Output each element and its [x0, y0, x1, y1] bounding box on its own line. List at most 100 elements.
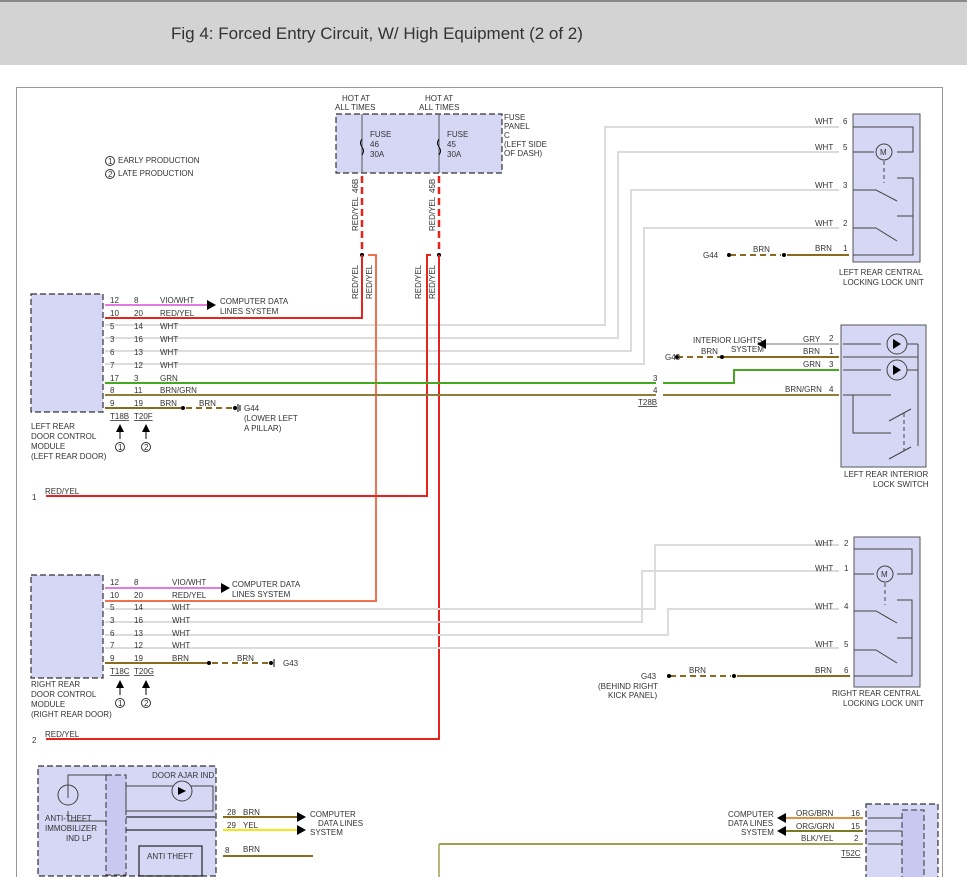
diagram-label: 1 [829, 347, 834, 356]
diagram-label: WHT [815, 564, 833, 573]
diagram-label: 2 [32, 736, 37, 745]
diagram-label: DOOR CONTROL [31, 690, 97, 699]
diagram-label: 16 [134, 616, 143, 625]
diagram-label: G43 [665, 353, 681, 362]
diagram-label: 1 [108, 157, 113, 166]
wiring-diagram: HOT AT ALL TIMES HOT AT ALL TIMES FUSE 4… [30, 94, 939, 877]
diagram-label: RED/YEL [351, 264, 360, 299]
diagram-label: DATA LINES [318, 819, 363, 828]
diagram-label: LINES SYSTEM [232, 590, 291, 599]
diagram-label: COMPUTER [728, 810, 774, 819]
diagram-label: 6 [843, 117, 848, 126]
diagram-label: 5 [843, 143, 848, 152]
diagram-label: 5 [110, 603, 115, 612]
diagram-label: WHT [160, 361, 178, 370]
diagram-label: 3 [110, 616, 115, 625]
diagram-label: WHT [172, 603, 190, 612]
diagram-label: WHT [160, 335, 178, 344]
diagram-label: LEFT REAR CENTRAL [839, 268, 923, 277]
hot-label: HOT AT [425, 94, 453, 103]
motor-icon [875, 143, 893, 161]
diagram-label: BRN [243, 845, 260, 854]
diagram-label: BRN [172, 654, 189, 663]
diagram-label: RED/YEL [428, 264, 437, 299]
fuse-icon [437, 138, 441, 156]
diagram-label: 3 [134, 374, 139, 383]
diagram-label: ORG/BRN [796, 809, 834, 818]
diagram-label: 12 [110, 578, 119, 587]
diagram-label: 9 [110, 654, 115, 663]
diagram-label: 15 [851, 822, 860, 831]
diagram-label: 8 [225, 846, 230, 855]
diagram-label: 2 [144, 443, 149, 452]
diagram-label: ORG/GRN [796, 822, 834, 831]
diagram-label: 14 [134, 603, 143, 612]
diagram-label: 13 [134, 348, 143, 357]
diagram-label: RED/YEL [45, 730, 80, 739]
diagram-label: BRN [803, 347, 820, 356]
diagram-label: COMPUTER DATA [220, 297, 289, 306]
diagram-label: WHT [815, 219, 833, 228]
diagram-label: BRN [237, 654, 254, 663]
wire-label: RED/YEL [428, 196, 437, 231]
right-rear-door-control-module: RIGHT REAR DOOR CONTROL MODULE (RIGHT RE… [30, 574, 301, 719]
diagram-label: (LOWER LEFT [244, 414, 298, 423]
diagram-label: BRN [689, 666, 706, 675]
diagram-label: G43 [641, 672, 657, 681]
fuse-rating: 30A [447, 150, 462, 159]
fuse-panel: HOT AT ALL TIMES HOT AT ALL TIMES FUSE 4… [335, 94, 547, 257]
diagram-label: 1 [32, 493, 37, 502]
connector-label: T52C [841, 849, 861, 858]
led-icon [57, 784, 79, 806]
diagram-label: WHT [815, 117, 833, 126]
diagram-label: 3 [843, 181, 848, 190]
diagram-label: BRN [815, 244, 832, 253]
diagram-label: 2 [844, 539, 849, 548]
diagram-label: 9 [110, 399, 115, 408]
fuse-panel-label: (LEFT SIDE [504, 140, 547, 149]
diagram-label: 4 [829, 385, 834, 394]
diagram-label: 7 [110, 641, 115, 650]
fuse-label: FUSE [370, 130, 391, 139]
diagram-label: BRN [243, 808, 260, 817]
diagram-label: 13 [134, 629, 143, 638]
connector-label: T18C [110, 667, 130, 676]
hot-label: ALL TIMES [335, 103, 375, 112]
diagram-label: LINES SYSTEM [220, 307, 279, 316]
diagram-label: 16 [851, 809, 860, 818]
diagram-label: 14 [134, 322, 143, 331]
diagram-label: WHT [815, 181, 833, 190]
diagram-label: (LEFT REAR DOOR) [31, 452, 107, 461]
diagram-label: 3 [829, 360, 834, 369]
diagram-label: 4 [653, 386, 658, 395]
diagram-label: 3 [110, 335, 115, 344]
fuse-panel-label: PANEL [504, 122, 530, 131]
diagram-label: 2 [108, 170, 113, 179]
diagram-label: MODULE [31, 442, 65, 451]
legend-item: EARLY PRODUCTION [118, 156, 200, 165]
diagram-label: 8 [134, 296, 139, 305]
diagram-label: 20 [134, 309, 143, 318]
diagram-label: RED/YEL [160, 309, 195, 318]
connector-label: T20G [134, 667, 154, 676]
lower-wires [105, 544, 839, 667]
diagram-label: 8 [110, 386, 115, 395]
diagram-label: G44 [703, 251, 719, 260]
diagram-label: 12 [110, 296, 119, 305]
upper-wires: RED/YEL RED/YEL RED/YEL RED/YEL [46, 126, 839, 740]
diagram-label: (RIGHT REAR DOOR) [31, 710, 112, 719]
diagram-label: BRN [815, 666, 832, 675]
diagram-label: COMPUTER [310, 810, 356, 819]
diagram-label: BRN/GRN [160, 386, 197, 395]
hot-label: ALL TIMES [419, 103, 459, 112]
diagram-label: 6 [844, 666, 849, 675]
diagram-label: RED/YEL [365, 264, 374, 299]
diagram-label: 2 [854, 834, 859, 843]
fuse-label: FUSE [447, 130, 468, 139]
diagram-label: WHT [815, 143, 833, 152]
diagram-label: 8 [134, 578, 139, 587]
terminal-label: 45B [428, 179, 437, 193]
